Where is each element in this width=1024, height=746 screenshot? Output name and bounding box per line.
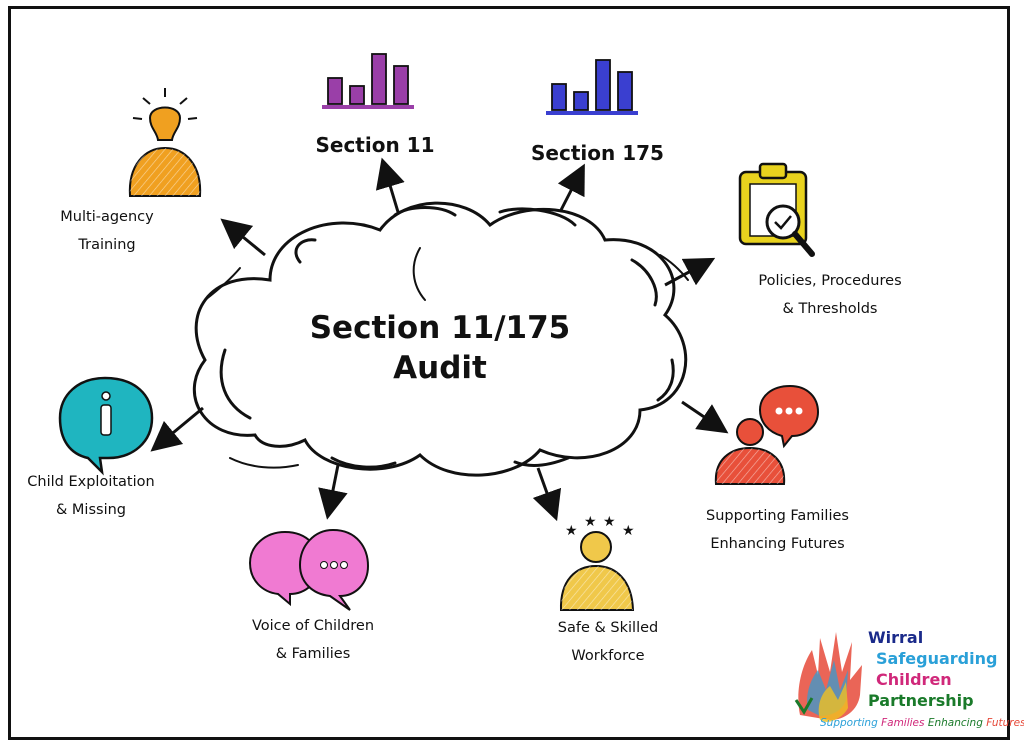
tagline-families: Families [881,717,928,729]
node-multi-agency-training: Multi-agency Training [52,203,162,259]
arrow-supporting [681,400,729,434]
lightbulb-person-icon [128,88,202,197]
node-label-line: & Missing [56,502,126,518]
svg-text:★: ★ [584,514,597,530]
node-label-line: & Thresholds [782,301,878,317]
tagline-futures: Futures [986,717,1024,729]
center-title: Section 11/175 Audit [250,308,630,388]
node-section-175: Section 175 [530,139,665,167]
node-label-line: Child Exploitation [27,474,155,490]
arrow-multi-agency [220,218,266,257]
chat-bubbles-icon [248,528,370,611]
info-bubble-icon [58,376,154,476]
logo-children: Children [876,670,952,689]
node-label-line: Training [78,237,136,253]
tagline-supporting: Supporting [820,717,882,729]
handprint-icon [794,632,862,722]
arrow-safe-skilled [532,467,562,522]
node-child-exploitation: Child Exploitation & Missing [12,468,170,524]
svg-text:★: ★ [622,523,635,539]
center-title-line2: Audit [393,350,487,386]
node-label-line: Voice of Children [251,618,375,634]
arrow-voice [318,464,348,520]
arrow-policies [664,257,716,287]
node-label-line: Workforce [571,648,645,664]
star-person-icon: ★ ★ ★ ★ [559,514,635,611]
logo-wordmark: Wirral Safeguarding Children Partnership [868,627,997,711]
central-cloud [193,201,689,477]
node-policies-procedures: Policies, Procedures & Thresholds [740,267,920,323]
node-label-line: Multi-agency [60,209,154,225]
logo-wirral: Wirral [868,628,924,647]
arrow-child-exploitation [150,406,204,452]
node-label-line: Policies, Procedures [758,273,902,289]
arrow-section11 [375,157,405,213]
node-label: Section 175 [531,141,664,165]
logo-safeguarding: Safeguarding [876,649,998,668]
center-title-line1: Section 11/175 [309,310,571,346]
node-label-line: Safe & Skilled [557,620,659,636]
svg-text:★: ★ [565,523,578,539]
tagline-enhancing: Enhancing [927,717,987,729]
connector-arrows [150,157,729,522]
svg-text:★: ★ [603,514,616,530]
logo-partnership: Partnership [868,691,974,710]
node-voice-of-children: Voice of Children & Families [233,612,393,668]
node-label-line: Supporting Families [706,508,849,524]
wscp-hand-logo [794,632,862,722]
node-label: Section 11 [315,133,435,157]
bar-chart-icon [546,59,638,115]
node-label-line: Enhancing Futures [710,536,845,552]
clipboard-check-icon [738,162,815,257]
logo-tagline: Supporting Families Enhancing Futures [820,717,1024,729]
node-section-11: Section 11 [310,131,440,159]
bar-chart-icon [322,53,414,109]
node-safe-skilled-workforce: Safe & Skilled Workforce [543,614,673,670]
speech-person-icon [714,384,820,485]
node-label-line: & Families [275,646,351,662]
node-supporting-families: Supporting Families Enhancing Futures [690,502,865,558]
arrow-section175 [557,163,585,213]
